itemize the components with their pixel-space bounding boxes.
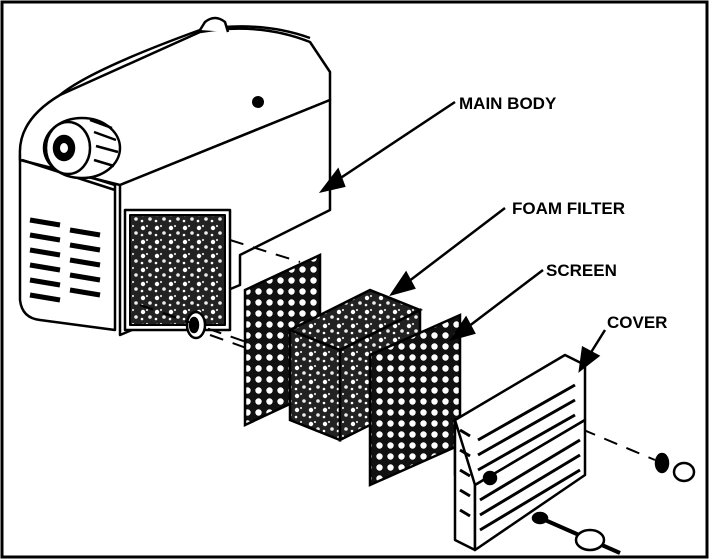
main-body-arrowhead-icon xyxy=(318,167,346,193)
cover-part xyxy=(453,353,587,552)
main-body-part xyxy=(18,16,332,337)
screen-arrowhead-icon xyxy=(449,315,476,342)
cover-label: COVER xyxy=(607,313,667,332)
foam-filter-arrowhead-icon xyxy=(389,270,416,297)
nut-washer-part xyxy=(654,452,696,483)
screen-label: SCREEN xyxy=(546,261,617,280)
foam-filter-label: FOAM FILTER xyxy=(512,199,625,218)
cover-bolt-part xyxy=(531,511,621,555)
fuel-cap-icon xyxy=(42,116,122,180)
main-body-label: MAIN BODY xyxy=(459,94,557,113)
leader-arrows xyxy=(318,100,607,373)
vent-knob-icon xyxy=(252,96,264,108)
cover-arrowhead-icon xyxy=(578,346,601,373)
